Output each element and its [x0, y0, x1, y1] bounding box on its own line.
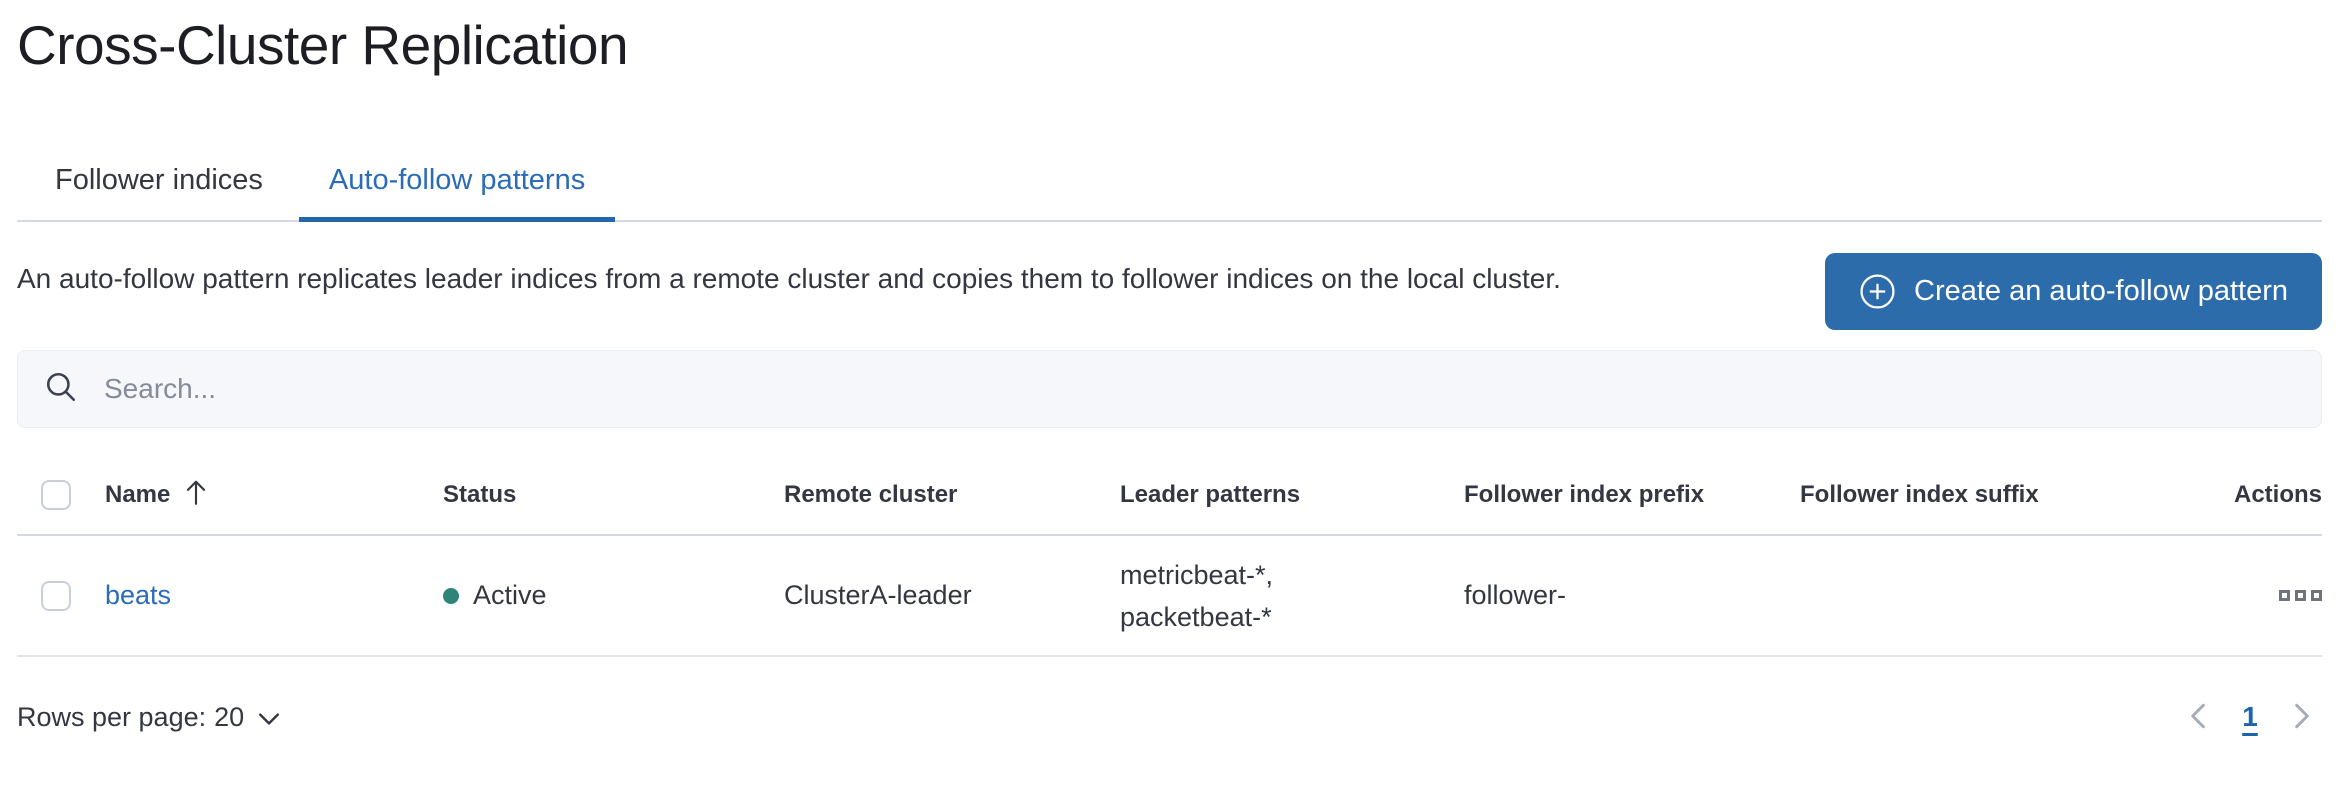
create-button-label: Create an auto-follow pattern: [1914, 275, 2288, 307]
follower-index-prefix-cell: follower-: [1464, 580, 1567, 610]
row-checkbox-cell: [17, 580, 88, 611]
status-active-dot-icon: [443, 587, 459, 604]
chevron-left-icon: [2190, 702, 2206, 733]
status-label: Active: [473, 580, 547, 610]
page-number-1[interactable]: 1: [2242, 701, 2258, 732]
name-cell: beats: [88, 580, 426, 611]
auto-follow-patterns-table: Name Status Remote cluster Leader patter…: [17, 456, 2322, 657]
pattern-name-link[interactable]: beats: [105, 580, 172, 610]
rows-per-page-label: Rows per page:: [17, 701, 207, 732]
tab-follower-indices-label: Follower indices: [55, 164, 263, 196]
pagination: 1: [2186, 698, 2322, 737]
column-header-follower-index-suffix: Follower index suffix: [1800, 481, 2039, 508]
status-cell: Active: [426, 580, 767, 611]
rows-per-page-value: 20: [214, 701, 245, 732]
search-bar[interactable]: [17, 350, 2322, 428]
search-input[interactable]: [104, 373, 2295, 405]
leader-patterns-cell: metricbeat-*, packetbeat-*: [1103, 554, 1447, 638]
chevron-right-icon: [2294, 702, 2310, 733]
tab-auto-follow-patterns-label: Auto-follow patterns: [328, 164, 586, 196]
remote-cluster-cell: ClusterA-leader: [784, 580, 972, 610]
previous-page-button[interactable]: [2186, 698, 2210, 737]
column-header-remote-cluster: Remote cluster: [784, 481, 958, 508]
leader-pattern-line-1: metricbeat-*,: [1120, 559, 1274, 590]
leader-pattern-line-2: packetbeat-*: [1120, 601, 1272, 632]
page-title: Cross-Cluster Replication: [17, 14, 629, 76]
page-description: An auto-follow pattern replicates leader…: [17, 263, 1561, 294]
actions-cell: [2100, 584, 2322, 607]
tab-auto-follow-patterns[interactable]: Auto-follow patterns: [298, 162, 616, 222]
column-header-name[interactable]: Name: [88, 478, 426, 513]
column-header-name-label: Name: [105, 481, 171, 508]
boxes-horizontal-icon: [2279, 590, 2290, 601]
tabs-bar: Follower indices Auto-follow patterns: [17, 162, 2322, 222]
column-header-leader-patterns: Leader patterns: [1120, 481, 1301, 508]
table-footer: Rows per page: 20 1: [17, 685, 2322, 749]
cross-cluster-replication-page: Cross-Cluster Replication Follower indic…: [17, 14, 2322, 749]
select-all-checkbox[interactable]: [41, 480, 71, 510]
plus-in-circle-icon: [1859, 273, 1896, 310]
column-header-follower-index-prefix: Follower index prefix: [1464, 481, 1705, 508]
next-page-button[interactable]: [2290, 698, 2314, 737]
create-auto-follow-pattern-button[interactable]: Create an auto-follow pattern: [1825, 253, 2322, 330]
table-row-beats: beats Active ClusterA-leader metricbeat-…: [17, 536, 2322, 657]
header-checkbox-cell: [17, 480, 88, 510]
tab-follower-indices[interactable]: Follower indices: [55, 162, 263, 220]
column-header-status: Status: [443, 481, 517, 508]
rows-per-page-button[interactable]: Rows per page: 20: [17, 702, 280, 733]
sort-ascending-arrow-icon: [184, 478, 208, 513]
table-header-row: Name Status Remote cluster Leader patter…: [17, 456, 2322, 536]
column-header-actions: Actions: [2233, 481, 2322, 508]
row-select-checkbox[interactable]: [41, 580, 71, 611]
intro-section: An auto-follow pattern replicates leader…: [17, 252, 2322, 330]
chevron-down-icon: [258, 702, 280, 733]
search-icon: [44, 370, 78, 409]
row-actions-button[interactable]: [2279, 584, 2322, 607]
